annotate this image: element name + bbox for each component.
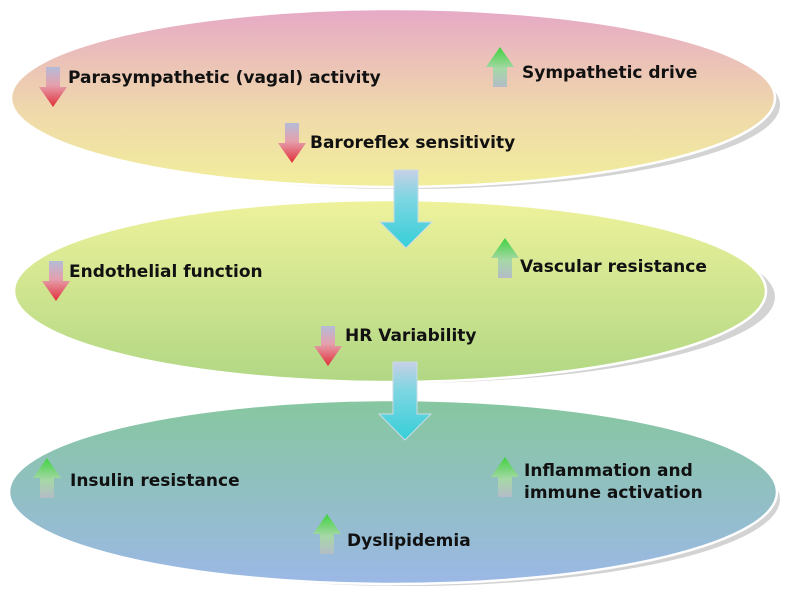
inflammation-label: Inflammation and immune activation: [524, 461, 703, 503]
sympathetic-label: Sympathetic drive: [522, 63, 698, 83]
flow-arrow-2-icon: [377, 361, 433, 441]
layer-2-ellipse: [12, 198, 768, 384]
parasympathetic-label: Parasympathetic (vagal) activity: [68, 68, 381, 88]
increase-arrow-icon: [491, 238, 519, 278]
hr-variability-label: HR Variability: [345, 326, 477, 346]
increase-arrow-icon: [313, 514, 341, 554]
endothelial-label: Endothelial function: [69, 262, 263, 282]
insulin-resistance-label: Insulin resistance: [70, 471, 240, 491]
increase-arrow-icon: [491, 457, 519, 497]
baroreflex-label: Baroreflex sensitivity: [310, 133, 516, 153]
flow-arrow-1-icon: [378, 169, 434, 249]
increase-arrow-icon: [33, 458, 61, 498]
dyslipidemia-label: Dyslipidemia: [347, 531, 471, 551]
layer-1-ellipse: [9, 7, 777, 189]
decrease-arrow-icon: [42, 261, 70, 301]
decrease-arrow-icon: [39, 67, 67, 107]
decrease-arrow-icon: [278, 123, 306, 163]
vascular-resistance-label: Vascular resistance: [520, 257, 707, 277]
increase-arrow-icon: [486, 47, 514, 87]
decrease-arrow-icon: [314, 326, 342, 366]
